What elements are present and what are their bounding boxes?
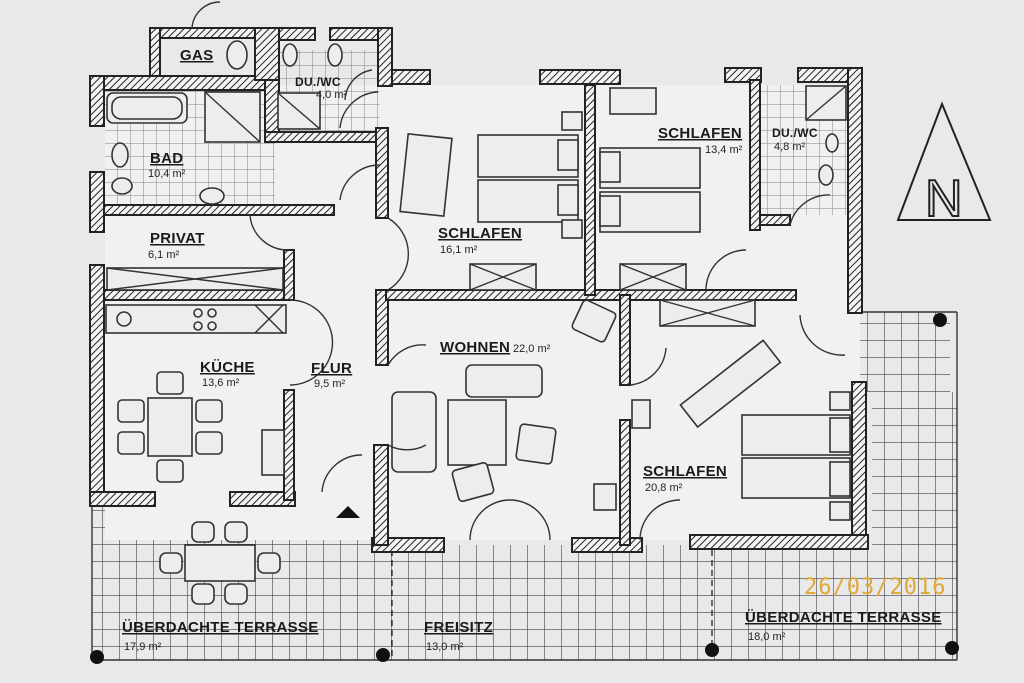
room-schlafen1-area: 16,1 m² [440, 244, 478, 256]
date-stamp: 26/03/2016 [804, 575, 946, 600]
terrace-right-area: 18,0 m² [748, 631, 786, 643]
entrance-arrow-icon [336, 506, 360, 518]
room-duwc2-area: 4,8 m² [774, 141, 806, 153]
room-kueche-name: KÜCHE [200, 359, 255, 376]
room-schlafen3-name: SCHLAFEN [643, 463, 727, 480]
room-flur-name: FLUR [311, 360, 352, 377]
freisitz-area: 13,0 m² [426, 641, 464, 653]
room-bad-area: 10,4 m² [148, 168, 186, 180]
room-bad-name: BAD [150, 150, 183, 167]
room-schlafen2-name: SCHLAFEN [658, 125, 742, 142]
room-labels: GAS DU./WC 4,0 m² BAD 10,4 m² PRIVAT 6,1… [122, 47, 942, 653]
room-flur-area: 9,5 m² [314, 378, 346, 390]
room-duwc1-name: DU./WC [295, 75, 341, 89]
room-gas-name: GAS [180, 47, 213, 64]
room-schlafen3-area: 20,8 m² [645, 482, 683, 494]
freisitz-name: FREISITZ [424, 619, 493, 636]
room-schlafen1-name: SCHLAFEN [438, 225, 522, 242]
terrace-left-name: ÜBERDACHTE TERRASSE [122, 619, 319, 636]
room-duwc1-area: 4,0 m² [316, 89, 348, 101]
doors [191, 1, 846, 541]
terrace-left-area: 17,9 m² [124, 641, 162, 653]
north-arrow: N [896, 101, 992, 229]
room-duwc2-name: DU./WC [772, 126, 818, 140]
north-arrow-label: N [925, 170, 963, 228]
room-privat-area: 6,1 m² [148, 249, 180, 261]
room-schlafen2-area: 13,4 m² [705, 144, 743, 156]
room-wohnen-name: WOHNEN [440, 339, 510, 356]
walls [89, 27, 869, 553]
room-wohnen-area: 22,0 m² [513, 343, 551, 355]
furniture [105, 40, 851, 605]
terrace-right-name: ÜBERDACHTE TERRASSE [745, 609, 942, 626]
room-kueche-area: 13,6 m² [202, 377, 240, 389]
room-privat-name: PRIVAT [150, 230, 205, 247]
